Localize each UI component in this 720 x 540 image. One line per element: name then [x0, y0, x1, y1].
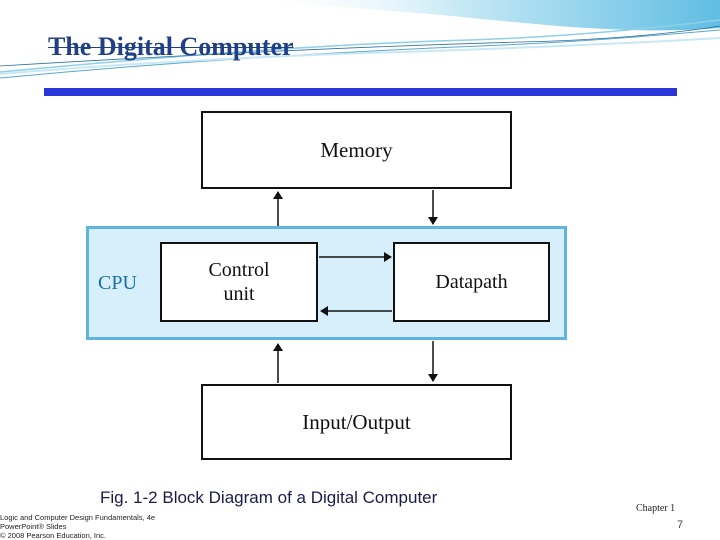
- page-number: 7: [677, 519, 684, 531]
- cpu-label: CPU: [98, 272, 137, 294]
- figure-caption: Fig. 1-2 Block Diagram of a Digital Comp…: [100, 488, 438, 507]
- slide-title: The Digital Computer: [48, 32, 294, 61]
- chapter-label: Chapter 1: [636, 503, 676, 514]
- memory-block: Memory: [201, 111, 512, 189]
- memory-label: Memory: [320, 137, 393, 162]
- control-unit-label-line2: unit: [223, 283, 255, 305]
- header-wave-decoration: [0, 0, 720, 79]
- input-output-label: Input/Output: [302, 409, 411, 434]
- title-underline-bar: [44, 88, 677, 96]
- credit-line-1: Logic and Computer Design Fundamentals, …: [0, 513, 156, 522]
- datapath-label: Datapath: [435, 270, 508, 293]
- credit-line-3: © 2008 Pearson Education, Inc.: [0, 531, 107, 540]
- credit-line-2: PowerPoint® Slides: [0, 522, 67, 531]
- datapath-block: Datapath: [393, 242, 550, 322]
- publisher-credits: Logic and Computer Design Fundamentals, …: [0, 513, 155, 540]
- input-output-block: Input/Output: [201, 384, 512, 460]
- control-unit-label-line1: Control: [208, 259, 270, 281]
- control-unit-block: Control unit: [160, 242, 318, 322]
